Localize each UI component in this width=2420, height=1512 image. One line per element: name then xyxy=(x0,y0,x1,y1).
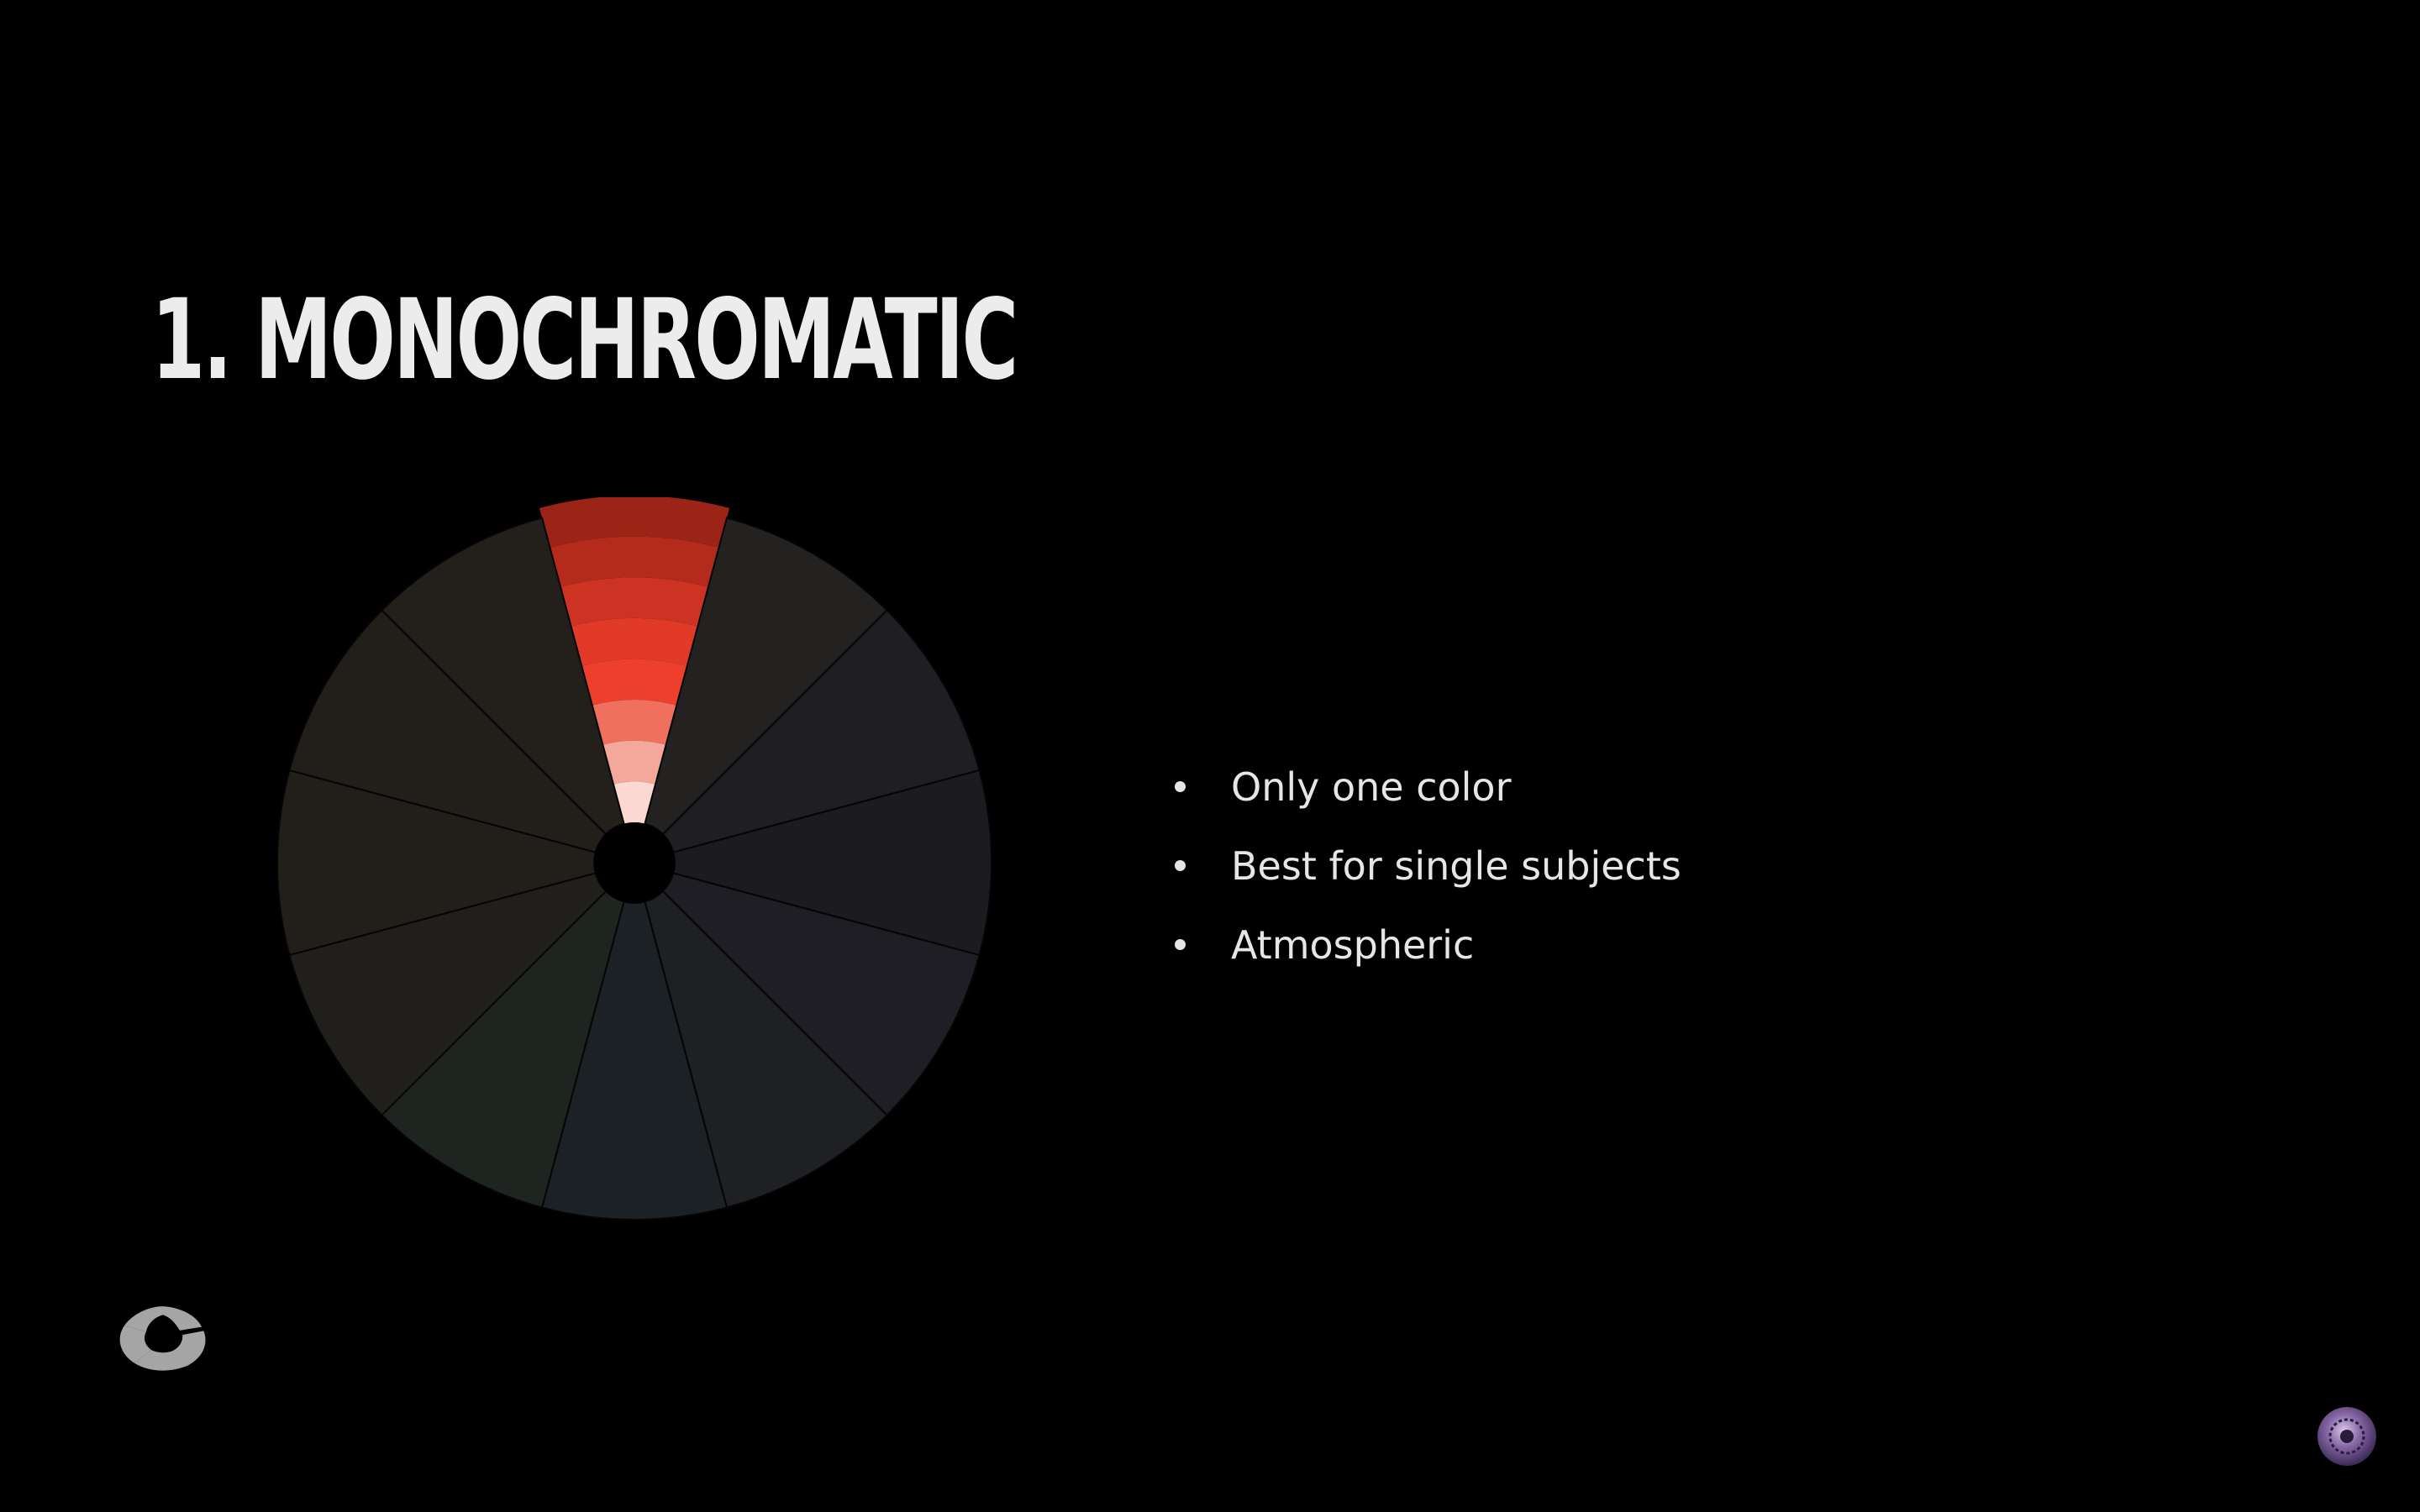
bullet-item: Best for single subjects xyxy=(1168,827,1681,906)
bullet-dot-icon xyxy=(1175,860,1186,871)
bullet-dot-icon xyxy=(1175,939,1186,950)
highlight-shade-band xyxy=(581,659,687,706)
highlight-shade-band xyxy=(602,740,666,785)
bullet-text: Atmospheric xyxy=(1231,922,1475,968)
highlight-shade-band xyxy=(592,700,677,745)
highlight-shade-band xyxy=(571,617,698,666)
bullet-item: Only one color xyxy=(1168,748,1681,827)
highlight-shade-band xyxy=(613,781,656,824)
color-wheel xyxy=(276,497,992,1221)
bullet-item: Atmospheric xyxy=(1168,906,1681,984)
highlight-shade-band xyxy=(550,536,719,587)
profile-avatar-icon[interactable] xyxy=(2317,1407,2376,1466)
bullet-text: Best for single subjects xyxy=(1231,843,1681,889)
slide-title: 1. MONOCHROMATIC xyxy=(151,276,1018,405)
highlight-shade-band xyxy=(560,577,708,627)
bullet-list: Only one color Best for single subjects … xyxy=(1168,748,1681,984)
color-wheel-center xyxy=(594,822,675,903)
avatar-graphic xyxy=(2317,1407,2376,1466)
highlight-shade-band xyxy=(539,497,730,548)
bullet-text: Only one color xyxy=(1231,764,1512,810)
shutter-aperture-icon xyxy=(119,1306,206,1371)
bullet-dot-icon xyxy=(1175,781,1186,792)
